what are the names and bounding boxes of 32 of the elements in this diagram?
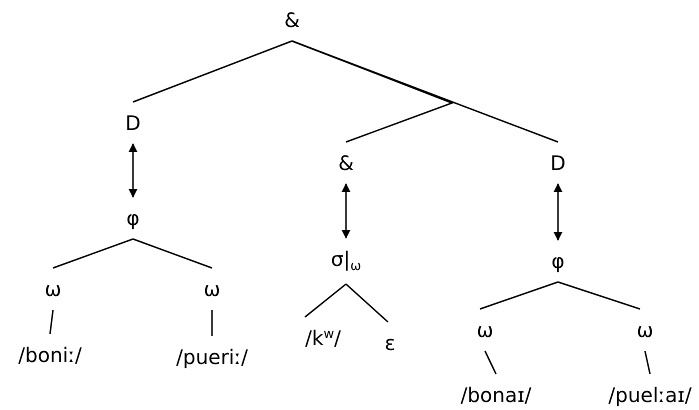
tree-branch-line [346, 284, 388, 323]
node-label: ω [44, 278, 62, 300]
tree-branch-line [304, 284, 346, 318]
tree-branch-line [52, 238, 134, 269]
node-label: & [338, 152, 354, 174]
tree-branch-line [292, 40, 558, 143]
transcription: /puelːaɪ/ [608, 384, 692, 406]
node-label: ω [636, 319, 654, 341]
transcription: /bonaɪ/ [460, 384, 532, 406]
transcription: /k$^{w}$/ [305, 327, 341, 349]
tree-branch-line [558, 281, 640, 310]
tree-branch-line [132, 40, 292, 103]
node-label: D [125, 112, 141, 134]
tree-branch-line [49, 310, 54, 334]
double-headed-arrow [554, 183, 562, 241]
transcription: /boniː/ [18, 344, 82, 366]
node-label: σ|$_{ω}$ [330, 248, 362, 274]
double-headed-arrow [128, 143, 138, 198]
tree-branch-line [211, 310, 213, 336]
node-label: φ [551, 250, 565, 272]
tree-branch-line [132, 238, 212, 269]
node-label: φ [126, 207, 140, 229]
tree-branch-line [484, 350, 497, 374]
double-headed-arrow [342, 183, 350, 239]
transcription: /pueriː/ [176, 346, 248, 368]
node-label: ε [384, 332, 396, 354]
tree-branch-line [644, 350, 651, 374]
node-label: ω [204, 278, 220, 300]
tree-branch-line [480, 281, 558, 310]
node-label: D [550, 152, 566, 174]
node-label: ω [476, 319, 494, 341]
node-label: & [284, 9, 300, 31]
